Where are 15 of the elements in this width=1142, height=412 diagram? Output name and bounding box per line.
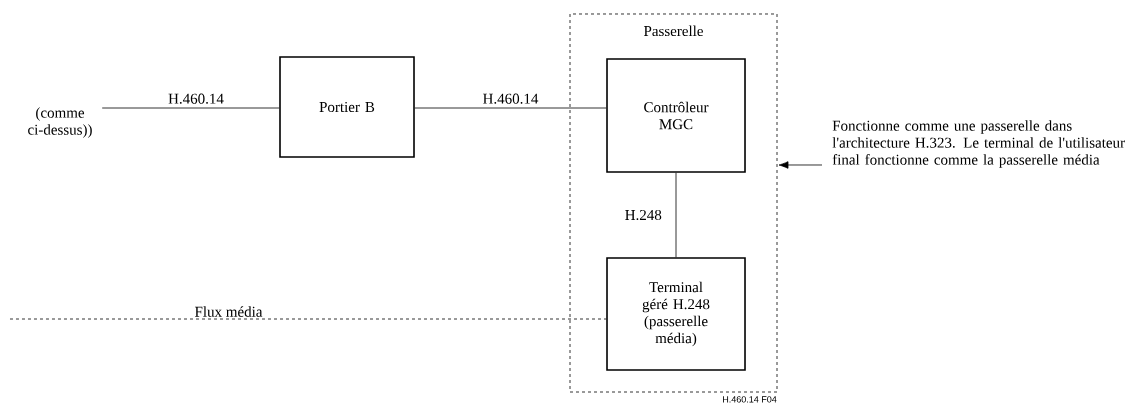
connector-line xyxy=(101,107,280,109)
edge-label: H.248 xyxy=(625,209,662,221)
note-text: Fonctionne comme une passerelle dans l'architecture H.323. Le terminal de l'utilisateur final fonctionne comme la passerelle média xyxy=(832,120,1125,168)
process-box: Contrôleur MGC xyxy=(606,58,746,173)
process-box: Portier B xyxy=(279,56,415,158)
process-box: Terminal géré H.248 (passerelle média) xyxy=(606,257,746,371)
edge-label: H.460.14 xyxy=(483,93,539,104)
source-text: (comme ci-dessus)) xyxy=(28,107,92,138)
connector-line xyxy=(414,107,607,109)
connector-line xyxy=(675,172,677,258)
connector-line xyxy=(9,318,607,320)
connector-arrow xyxy=(778,161,823,169)
edge-label: H.460.14 xyxy=(168,93,224,104)
figure-number: H.460.14 F04 xyxy=(723,396,777,403)
edge-label: Flux média xyxy=(195,306,263,317)
